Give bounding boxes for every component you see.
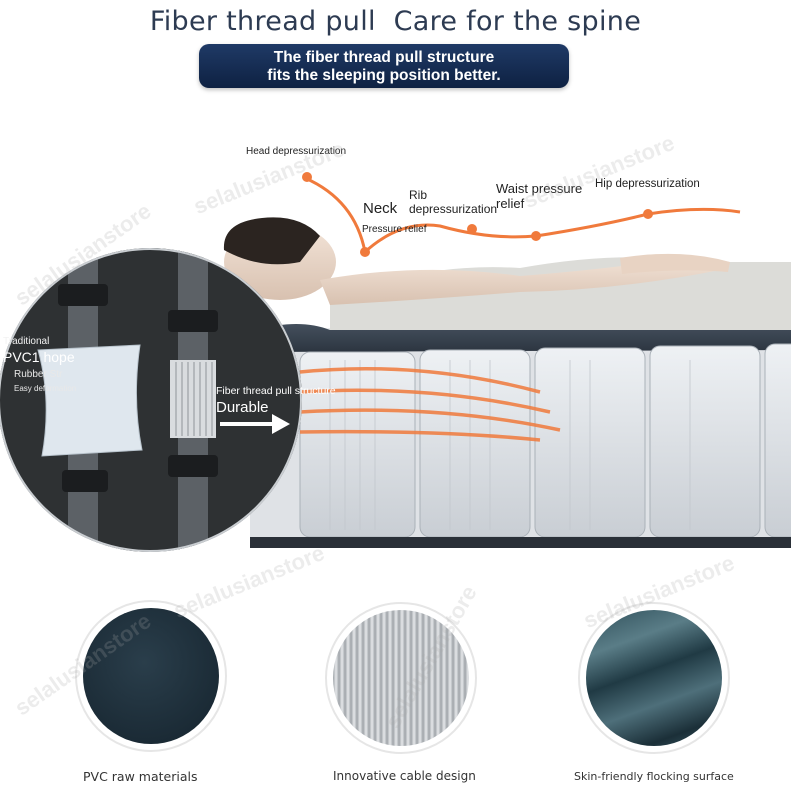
- pressure-dots: [302, 172, 653, 257]
- label-neck: Neck: [363, 200, 398, 217]
- label-hip: Hip depressurization: [595, 178, 700, 190]
- material-circle-flocking: [578, 602, 730, 754]
- mattress-illustration: [0, 172, 791, 552]
- label-neck-sub: Pressure relief: [362, 224, 427, 235]
- traditional-title: Traditional: [3, 336, 50, 347]
- cable-swatch: [333, 610, 469, 746]
- traditional-sub-1: Rubber Str: [14, 369, 63, 380]
- caption-pvc: PVC raw materials: [83, 769, 198, 784]
- caption-cable: Innovative cable design: [333, 769, 476, 783]
- subtitle-banner: The fiber thread pull structure fits the…: [199, 44, 569, 88]
- spine-curve: [304, 176, 741, 255]
- label-rib-1: Rib: [409, 188, 428, 202]
- material-circle-pvc: [75, 600, 227, 752]
- label-head: Head depressurization: [246, 146, 347, 157]
- label-rib-2: depressurization: [409, 202, 498, 216]
- banner-line-1: The fiber thread pull structure: [273, 49, 495, 66]
- material-circle-cable: [325, 602, 477, 754]
- flocking-swatch: [586, 610, 722, 746]
- caption-flocking: Skin-friendly flocking surface: [574, 770, 734, 783]
- traditional-main: PVC1 hope: [3, 349, 75, 365]
- traditional-sub-2: Easy deformation: [14, 384, 77, 393]
- airflow-lines: [299, 367, 561, 442]
- label-waist-2: relief: [496, 196, 525, 211]
- page-title: Fiber thread pull Care for the spine: [149, 6, 642, 37]
- label-waist-1: Waist pressure: [496, 181, 583, 196]
- person-figure: [223, 217, 791, 330]
- fiber-title: Fiber thread pull structure: [216, 385, 336, 397]
- banner-line-2: fits the sleeping position better.: [267, 67, 501, 84]
- pvc-swatch: [83, 608, 219, 744]
- fiber-main: Durable: [216, 399, 269, 416]
- structure-comparison-circle: [0, 248, 302, 552]
- air-chambers: [299, 343, 791, 538]
